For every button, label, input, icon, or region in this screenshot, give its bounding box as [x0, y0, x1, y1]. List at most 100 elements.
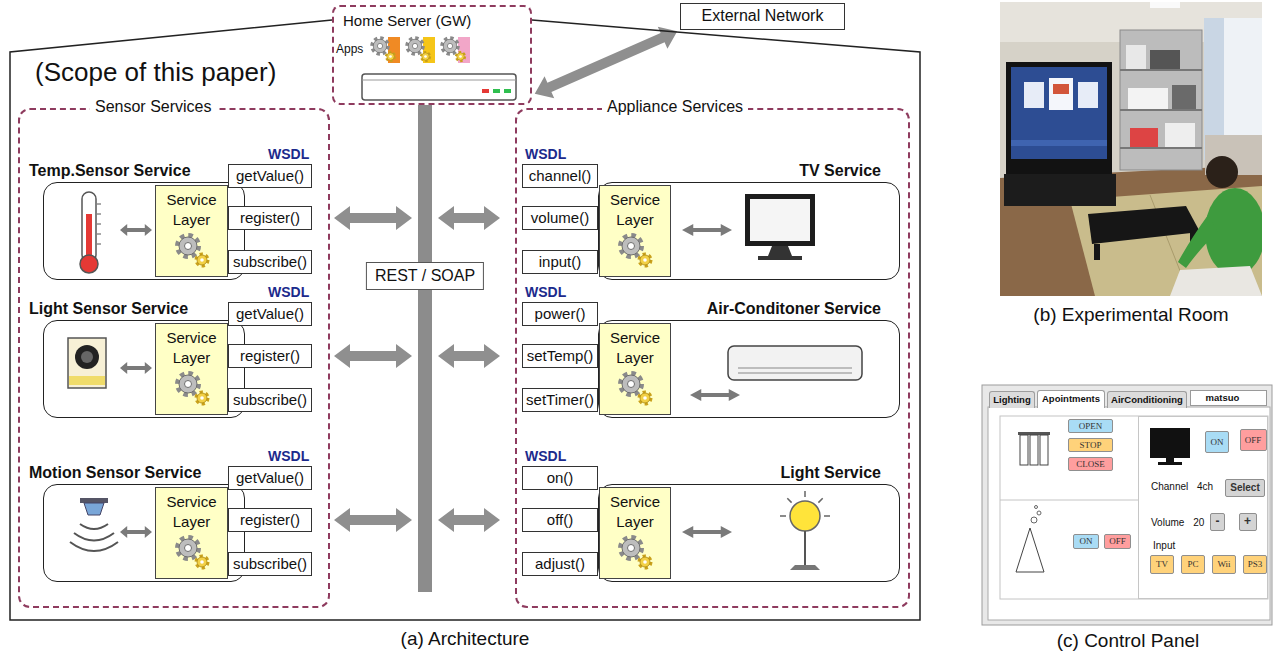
method-name: off(): [547, 511, 573, 528]
motion-sensor-icon: [84, 503, 104, 515]
button: OPEN: [1068, 419, 1113, 433]
layer-label: Service Layer: [600, 328, 670, 367]
group-heading: Appliance Services: [602, 98, 748, 116]
room-photo: [1049, 78, 1073, 110]
light-sensor-icon: [68, 338, 106, 388]
room-photo: [1172, 85, 1196, 109]
app-icons: [373, 39, 395, 61]
thermometer-icon: [80, 192, 101, 273]
button: -: [1210, 513, 1225, 531]
button: STOP: [1068, 438, 1113, 452]
method-name: subscribe(): [233, 253, 307, 270]
service-layer-box: Service Layer: [155, 323, 228, 415]
input-label: Input: [1153, 540, 1175, 552]
humidifier-icon: [1016, 506, 1044, 573]
method-name: getValue(): [236, 305, 304, 322]
monitor-icon: [1158, 462, 1182, 465]
method-box: getValue(): [228, 466, 312, 490]
room-photo: [1178, 215, 1218, 268]
method-box: subscribe(): [228, 250, 312, 274]
method-box: getValue(): [228, 164, 312, 188]
method-name: setTimer(): [526, 391, 594, 408]
control-panel-window: [982, 385, 1272, 625]
method-box: register(): [228, 344, 312, 368]
thermometer-icon: [82, 192, 96, 262]
home-server-box: Home Server (GW)Apps: [332, 5, 532, 105]
button-label: Select: [1230, 482, 1259, 494]
control-panel-window: [1000, 416, 1268, 599]
double-arrow: [334, 206, 412, 230]
method-box: register(): [228, 508, 312, 532]
gear-icon: [615, 368, 655, 408]
figure-caption: (c) Control Panel: [1057, 630, 1200, 652]
method-box: volume(): [522, 206, 598, 230]
network-label: External Network: [702, 7, 824, 25]
layer-label: Service Layer: [600, 492, 670, 531]
light-sensor-icon: [81, 351, 93, 363]
method-box: on(): [522, 466, 598, 490]
method-name: input(): [539, 253, 582, 270]
tab: AirConditioning: [1107, 391, 1187, 408]
tv-icon: [745, 194, 815, 260]
button-label: PC: [1187, 559, 1198, 569]
method-name: getValue(): [236, 167, 304, 184]
network-box: External Network: [680, 3, 845, 30]
room-photo: [1130, 128, 1158, 147]
service-title: Light Sensor Service: [29, 300, 188, 318]
layer-label: Service Layer: [600, 190, 670, 229]
button: CLOSE: [1068, 457, 1113, 471]
method-box: channel(): [522, 164, 598, 188]
gear-icon: [172, 230, 212, 270]
user-name: matsuo: [1206, 393, 1240, 404]
volume-label: Volume 20: [1151, 517, 1204, 529]
server-device: [362, 74, 516, 100]
gear-icon: [615, 532, 655, 572]
method-box: adjust(): [522, 552, 598, 576]
light-sensor-icon: [69, 376, 105, 385]
room-photo: [1088, 206, 1200, 244]
method-name: getValue(): [236, 469, 304, 486]
room-photo: [1024, 82, 1044, 108]
blinds-icon: [1020, 435, 1028, 465]
monitor-icon: [1150, 428, 1190, 465]
gear-icon: [178, 374, 208, 404]
method-name: setTemp(): [527, 347, 594, 364]
room-photo: [1165, 123, 1195, 147]
control-panel-window: [1000, 500, 1138, 501]
motion-sensor-icon: [70, 498, 118, 551]
button: PC: [1181, 555, 1205, 574]
scope-label: (Scope of this paper): [35, 58, 276, 88]
method-name: subscribe(): [233, 391, 307, 408]
device-link-arrow: [120, 362, 152, 374]
device-link-arrow: [682, 526, 732, 538]
method-name: register(): [240, 209, 300, 226]
light-sensor-icon: [75, 345, 99, 369]
figure-caption: (b) Experimental Room: [1033, 304, 1228, 326]
motion-sensor-icon: [70, 524, 118, 551]
method-name: subscribe(): [233, 555, 307, 572]
button: ON: [1073, 534, 1099, 549]
button: OFF: [1104, 534, 1131, 549]
tab: Apointments: [1037, 390, 1105, 408]
room-photo: [1206, 156, 1238, 188]
room-photo: [1150, 50, 1180, 69]
method-name: adjust(): [535, 555, 585, 572]
server-device: [362, 80, 516, 81]
double-arrow: [438, 508, 500, 532]
wsdl-label: WSDL: [268, 284, 309, 300]
app-icons: [443, 39, 465, 61]
humidifier-icon: [1037, 511, 1041, 515]
layer-label: Service Layer: [156, 328, 227, 367]
gear-icon: [615, 230, 655, 270]
tv-icon: [768, 246, 792, 256]
monitor-icon: [1150, 428, 1190, 458]
house-outline: (Scope of this paper) Home Server (GW)App…: [10, 0, 920, 620]
service-layer-box: Service Layer: [599, 323, 671, 415]
button: TV: [1150, 555, 1174, 574]
room-photo: [1126, 45, 1146, 69]
light-bulb-icon: [804, 531, 806, 565]
method-name: power(): [535, 305, 586, 322]
server-device: [504, 89, 511, 93]
light-sensor-icon: [68, 338, 106, 388]
service-layer-box: Service Layer: [155, 185, 228, 277]
